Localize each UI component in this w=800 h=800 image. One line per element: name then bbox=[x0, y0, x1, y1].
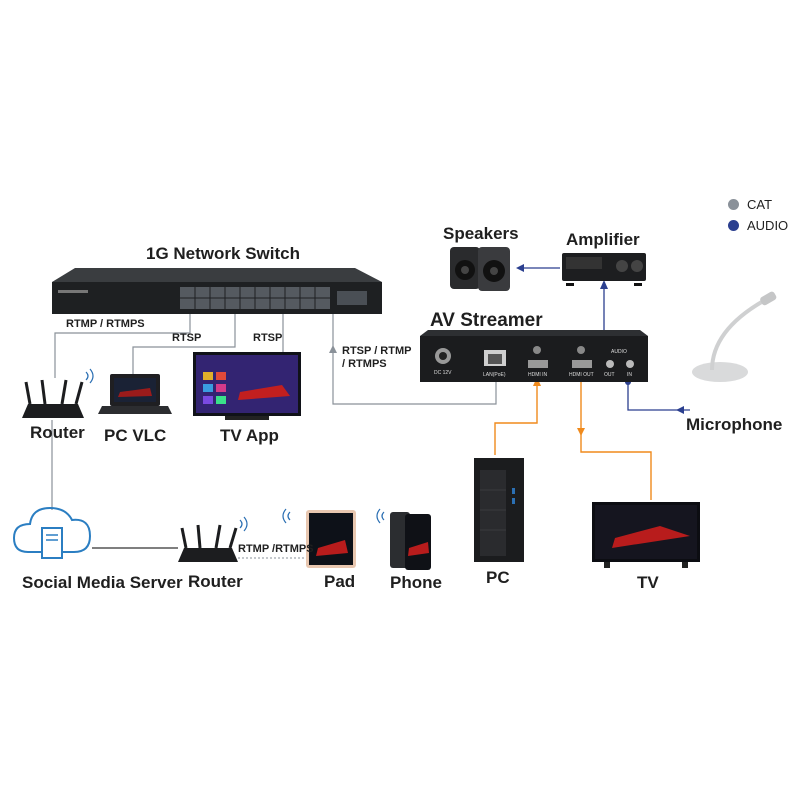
cat-color-icon bbox=[728, 199, 739, 210]
legend-cat-label: CAT bbox=[747, 197, 773, 212]
tv-app-icon bbox=[193, 352, 301, 420]
speakers-icon bbox=[450, 247, 510, 291]
arrow-up-icon bbox=[329, 345, 337, 353]
legend-audio: AUDIO bbox=[728, 218, 788, 233]
pc-tower-icon bbox=[474, 458, 524, 562]
pad-icon bbox=[282, 508, 356, 568]
link-label-rtsp-rtmp: RTSP / RTMP bbox=[342, 345, 412, 357]
arrow-left-icon bbox=[676, 406, 684, 414]
switch-label: 1G Network Switch bbox=[146, 244, 300, 263]
link-label-rtsp-pcvlc: RTSP bbox=[172, 332, 202, 344]
tv-app-label: TV App bbox=[220, 426, 279, 445]
streamer-label: AV Streamer bbox=[430, 310, 543, 331]
cable-switch-streamer bbox=[332, 314, 497, 405]
audio-color-icon bbox=[728, 220, 739, 231]
port-hdmi-out: HDMI OUT bbox=[569, 372, 594, 378]
port-lan: LAN(PoE) bbox=[483, 372, 506, 378]
port-hdmi-in: HDMI IN bbox=[528, 372, 548, 378]
pc-vlc-label: PC VLC bbox=[104, 426, 167, 445]
cloud-server-icon bbox=[12, 506, 92, 559]
legend-cat: CAT bbox=[728, 197, 772, 212]
pc-label: PC bbox=[486, 568, 510, 587]
link-label-rtmp-rtmps-bottom: RTMP /RTMPS bbox=[238, 543, 314, 555]
link-label-rtmps: / RTMPS bbox=[342, 358, 387, 370]
legend-audio-label: AUDIO bbox=[747, 218, 789, 233]
av-streamer-device bbox=[420, 330, 648, 382]
tv-icon bbox=[592, 502, 700, 568]
cable-switch-pcvlc bbox=[132, 314, 236, 374]
amplifier-label: Amplifier bbox=[566, 230, 640, 249]
microphone-label: Microphone bbox=[686, 415, 783, 434]
port-out: OUT bbox=[604, 372, 615, 378]
cable-mic-streamer bbox=[627, 382, 690, 411]
port-audio: AUDIO bbox=[611, 349, 627, 355]
hdmi-cables bbox=[494, 382, 652, 500]
cable-pc-hdmi-in bbox=[494, 382, 538, 455]
arrow-left-icon bbox=[516, 264, 524, 272]
phone-icon bbox=[376, 508, 431, 570]
tv-label: TV bbox=[637, 573, 659, 592]
arrow-up-icon bbox=[600, 280, 608, 289]
port-dc: DC 12V bbox=[434, 370, 452, 376]
router-top-label: Router bbox=[30, 423, 85, 442]
pad-label: Pad bbox=[324, 572, 356, 591]
cable-switch-router bbox=[54, 314, 191, 378]
cat-cables bbox=[51, 314, 497, 510]
social-server-label: Social Media Server bbox=[22, 573, 183, 592]
phone-label: Phone bbox=[390, 573, 442, 592]
router-bottom-icon bbox=[178, 516, 248, 562]
link-label-rtsp-tvapp: RTSP bbox=[253, 332, 283, 344]
speakers-label: Speakers bbox=[443, 224, 519, 243]
microphone-icon bbox=[692, 291, 777, 382]
link-label-rtmp-rtmps: RTMP / RTMPS bbox=[66, 318, 145, 330]
amplifier-icon bbox=[562, 253, 646, 286]
port-in: IN bbox=[627, 372, 632, 378]
cable-hdmi-out-tv bbox=[580, 382, 652, 500]
network-switch-icon bbox=[52, 268, 382, 314]
router-top-icon bbox=[22, 368, 94, 418]
arrow-down-icon bbox=[577, 428, 585, 436]
laptop-icon bbox=[98, 374, 172, 414]
router-bottom-label: Router bbox=[188, 572, 243, 591]
